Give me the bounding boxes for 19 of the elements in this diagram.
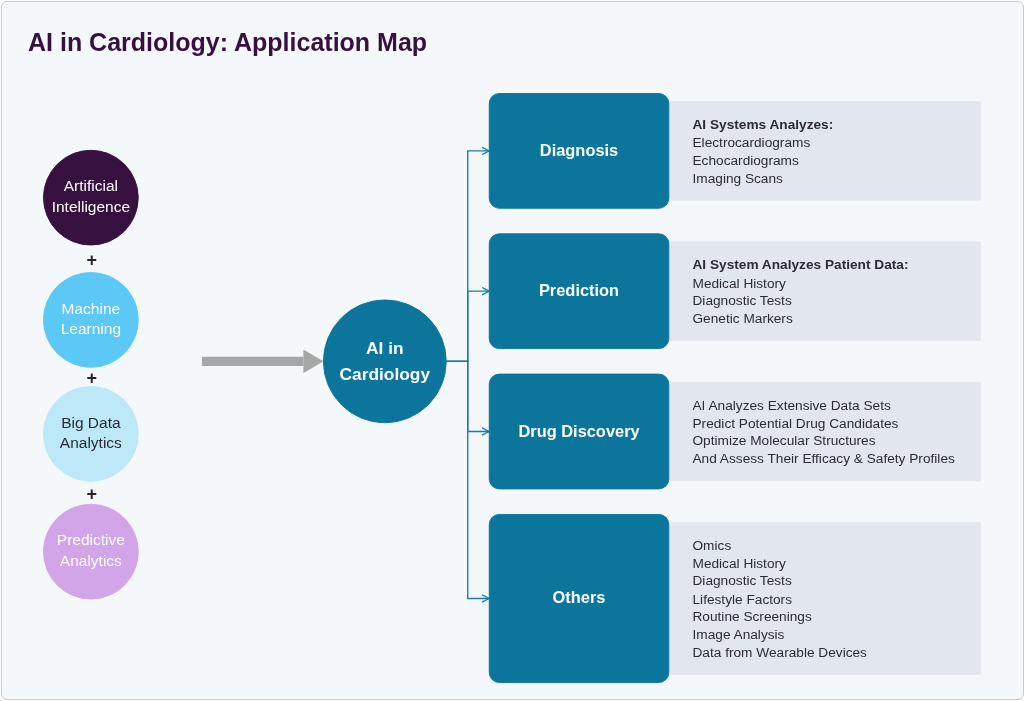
text-panel: AI Analyzes Extensive Data Sets Predict Potential Drug Candidates Optimize Molecular Structures And Assess Their Efficacy & Safety Profiles xyxy=(666,381,981,482)
circle-node: AI in Cardiology xyxy=(323,299,447,424)
text-panel: AI System Analyzes Patient Data: Medical History Diagnostic Tests Genetic Markers xyxy=(666,241,981,341)
circle-node: Artificial Intelligence xyxy=(43,149,139,246)
category-box: Drug Discovery xyxy=(488,373,670,490)
circle-node: Machine Learning xyxy=(43,272,139,368)
text-panel: Omics Medical History Diagnostic Tests Lifestyle Factors Routine Screenings Image Analysis Data from Wearable Devices xyxy=(666,522,981,675)
category-box: Diagnosis xyxy=(488,93,670,209)
category-box: Prediction xyxy=(488,233,670,350)
block-arrow xyxy=(202,351,324,372)
circle-node: Predictive Analytics xyxy=(43,503,139,600)
arrow xyxy=(445,360,491,603)
text-panel: AI Systems Analyzes: Electrocardiograms Echocardiograms Imaging Scans xyxy=(666,101,981,201)
title: AI in Cardiology: Application Map xyxy=(28,28,428,57)
circle-node: Big Data Analytics xyxy=(43,386,139,482)
category-box: Others xyxy=(488,513,670,683)
plus-sign: + xyxy=(86,484,97,503)
plus-sign: + xyxy=(86,368,97,387)
plus-sign: + xyxy=(86,250,97,269)
